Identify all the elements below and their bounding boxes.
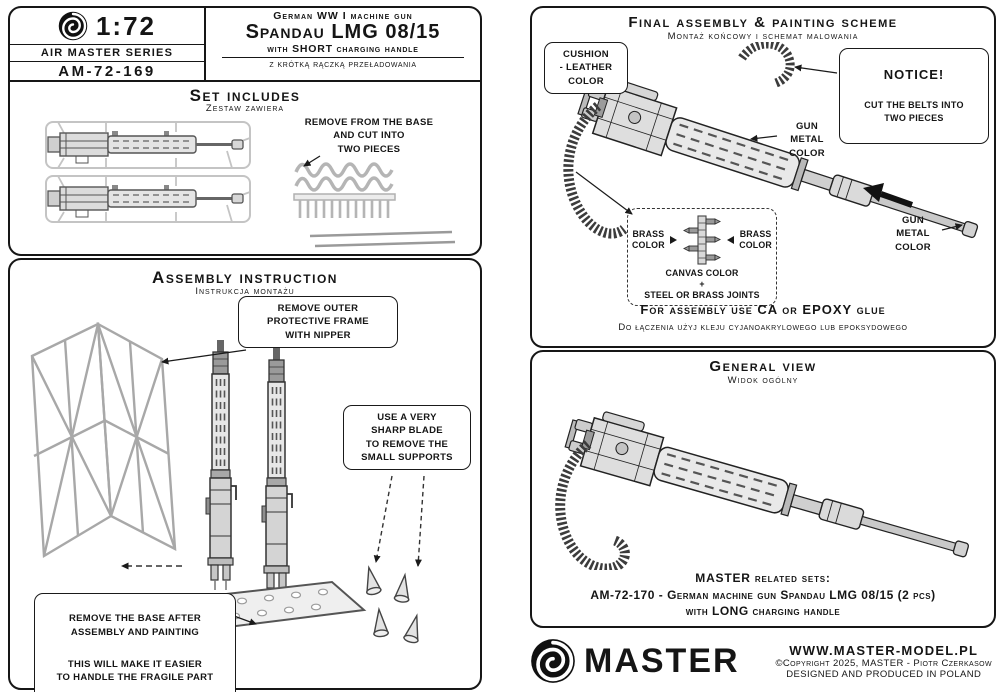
- blade-callout-arrow-2: [414, 475, 425, 567]
- handle-note: with SHORT charging handle: [267, 43, 419, 55]
- section-title-painting: Final assembly & painting scheme: [628, 14, 898, 31]
- handle-note-pl: z krótką rączką przeładowania: [269, 59, 417, 70]
- label-joints: STEEL OR BRASS JOINTS: [644, 289, 760, 300]
- footer: MASTER WWW.MASTER-MODEL.PL ©Copyright 20…: [530, 632, 992, 690]
- gun-name: Spandau LMG 08/15: [245, 21, 441, 43]
- big-direction-arrow-icon: [863, 183, 914, 208]
- set-includes-panel: 1:72 AIR MASTER SERIES AM-72-169 German …: [8, 6, 482, 256]
- label-gun-metal-lower: GUN METAL COLOR: [895, 215, 931, 253]
- gun-metal-lower-arrow: [941, 223, 963, 231]
- scale-label: 1:72: [95, 10, 157, 41]
- rod-part-2-illustration: [314, 240, 456, 248]
- label-brass-left: BRASS COLOR: [632, 228, 665, 250]
- hanging-ammo-belt-illustration: [555, 440, 630, 570]
- general-view-panel: General view Widok ogólny: [530, 350, 996, 628]
- belt-color-detail-box: BRASS COLOR BRASS COLOR C: [627, 208, 777, 306]
- master-spiral-logo-icon: [58, 11, 88, 41]
- callout-cushion-color: CUSHION - LEATHER COLOR: [544, 42, 628, 94]
- series-label: AIR MASTER SERIES: [10, 45, 204, 62]
- protective-frame-illustration: [30, 321, 177, 559]
- top-ammo-belt-illustration: [738, 42, 795, 88]
- set-number: AM-72-169: [58, 62, 156, 80]
- section-title-general-view: General view: [709, 358, 817, 375]
- vertical-gun-1-illustration: [205, 340, 237, 590]
- cone-supports-illustration: [366, 565, 419, 644]
- made-in-line: DESIGNED AND PRODUCED IN POLAND: [786, 668, 982, 680]
- painting-scheme-panel: Final assembly & painting scheme Montaż …: [530, 6, 996, 348]
- blade-callout-arrow-1: [373, 475, 393, 563]
- frame-callout-arrow: [161, 349, 247, 365]
- gun-metal-upper-arrow: [750, 134, 778, 142]
- related-set-line2: with LONG charging handle: [685, 604, 841, 618]
- assembly-illustration: [30, 321, 425, 644]
- label-plus: +: [699, 278, 705, 289]
- arrow-right-icon: [670, 236, 678, 244]
- callout-remove-from-base: REMOVE FROM THE BASE AND CUT INTO TWO PI…: [304, 117, 434, 155]
- general-view-illustration: [555, 411, 970, 570]
- master-spiral-logo-icon: [531, 639, 575, 683]
- callout-notice: NOTICE! CUT THE BELTS INTO TWO PIECES: [839, 48, 989, 145]
- callout-sharp-blade: USE A VERY SHARP BLADE TO REMOVE THE SMA…: [343, 405, 471, 471]
- scale-row: 1:72: [10, 8, 204, 45]
- footer-info: WWW.MASTER-MODEL.PL ©Copyright 2025, MAS…: [775, 643, 992, 680]
- label-brass-right: BRASS COLOR: [739, 228, 772, 250]
- machine-gun-sprue-1-illustration: [45, 121, 251, 169]
- rod-part-1-illustration: [309, 230, 453, 238]
- assembled-gun-illustration: [564, 411, 970, 558]
- related-set-line1: AM-72-170 - German machine gun Spandau L…: [590, 588, 936, 602]
- notice-title: NOTICE!: [883, 67, 945, 83]
- label-canvas-color: CANVAS COLOR: [665, 268, 739, 278]
- section-title-assembly: Assembly instruction: [152, 268, 338, 287]
- ammo-belt-sprue-illustration: [293, 162, 396, 218]
- base-callout-arrow: [233, 615, 257, 626]
- section-subtitle-set-includes-pl: Zestaw zawiera: [205, 103, 285, 114]
- section-subtitle-general-view-pl: Widok ogólny: [727, 375, 799, 386]
- callout-remove-base-after-line2: THIS WILL MAKE IT EASIER TO HANDLE THE F…: [56, 659, 214, 684]
- assembly-instruction-panel: Assembly instruction Instrukcja montażu: [8, 258, 482, 692]
- related-sets-title: MASTER related sets:: [695, 571, 831, 585]
- section-title-set-includes: Set includes: [189, 86, 301, 105]
- label-gun-metal-upper: GUN METAL COLOR: [789, 121, 825, 159]
- set-contents-illustration: [45, 121, 456, 248]
- callout-remove-base-after-line1: REMOVE THE BASE AFTER ASSEMBLY AND PAINT…: [68, 613, 202, 638]
- copyright-line: ©Copyright 2025, MASTER - Piotr Czerkaso…: [775, 657, 992, 669]
- glue-note: For assembly use CA or EPOXY glue: [640, 302, 886, 317]
- callout-remove-frame: REMOVE OUTER PROTECTIVE FRAME WITH NIPPE…: [238, 296, 398, 348]
- vertical-gun-2-illustration: [261, 348, 293, 598]
- machine-gun-sprue-2-illustration: [45, 175, 251, 223]
- brand-block: 1:72 AIR MASTER SERIES AM-72-169: [10, 8, 206, 80]
- title-block: German WW I machine gun Spandau LMG 08/1…: [206, 8, 480, 80]
- notice-body: CUT THE BELTS INTO TWO PIECES: [864, 99, 964, 123]
- gun-type: German WW I machine gun: [273, 10, 413, 22]
- belt-detail-leader-arrow: [575, 171, 633, 215]
- website-url: WWW.MASTER-MODEL.PL: [789, 642, 979, 658]
- section-subtitle-assembly-pl: Instrukcja montażu: [195, 286, 295, 297]
- arrow-left-icon: [726, 236, 734, 244]
- product-header: 1:72 AIR MASTER SERIES AM-72-169 German …: [10, 8, 480, 82]
- glue-note-pl: Do łączenia użyj kleju cyjanoakrylowego …: [618, 322, 908, 333]
- brand-name: MASTER: [584, 641, 740, 680]
- title-divider: [222, 57, 464, 58]
- callout-remove-base-after: REMOVE THE BASE AFTER ASSEMBLY AND PAINT…: [34, 593, 236, 692]
- section-subtitle-painting-pl: Montaż końcowy i schemat malowania: [667, 31, 859, 42]
- notice-arrow: [794, 64, 838, 74]
- cartridge-belt-icon: [682, 215, 721, 265]
- callout-arrow: [303, 155, 321, 167]
